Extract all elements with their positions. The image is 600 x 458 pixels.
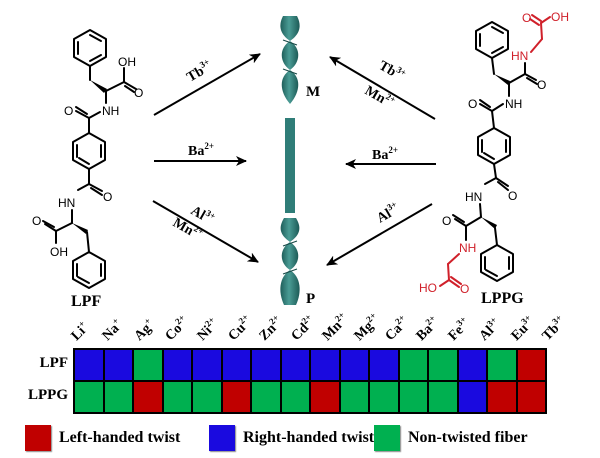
arrow-lpf-to-m <box>153 53 261 116</box>
table-cell-right <box>456 348 488 382</box>
lppg-structure: O OH HN O NH O <box>419 10 569 307</box>
legend-label: Right-handed twist <box>243 429 375 446</box>
table-cell-right <box>309 348 341 382</box>
table-cell-none <box>250 380 282 414</box>
legend-swatch-right-handed <box>209 425 235 451</box>
svg-text:Tb3+: Tb3+ <box>183 56 215 85</box>
p-label: P <box>306 291 315 307</box>
label-lpf-to-p-al: Al3+ <box>188 201 217 228</box>
atom-oh: OH <box>118 55 136 69</box>
straight-fiber <box>285 118 295 213</box>
table-cell-none <box>338 380 370 414</box>
table-cell-left <box>220 380 252 414</box>
table-cell-left <box>515 348 547 382</box>
table-cell-none <box>427 348 459 382</box>
atom-nh: NH <box>102 104 119 118</box>
atom-o-red: O <box>522 11 531 25</box>
phenyl-ring-top <box>73 29 107 67</box>
phenyl-ring-bottom <box>480 244 514 282</box>
table-cell-none <box>368 380 400 414</box>
label-lppg-to-m-tb: Tb3+ <box>376 56 408 85</box>
table-cell-none <box>132 348 164 382</box>
table-cell-none <box>73 380 105 414</box>
table-row <box>73 380 547 414</box>
atom-o: O <box>537 78 546 92</box>
label-lpf-to-straight: Ba2+ <box>188 141 214 159</box>
table-cell-none <box>486 348 518 382</box>
atom-o: O <box>64 104 73 118</box>
legend-item-right-handed: Right-handed twist <box>209 425 374 451</box>
table-cell-none <box>397 348 429 382</box>
atom-hn: HN <box>465 190 482 204</box>
table-cell-right <box>102 348 134 382</box>
ion-response-table <box>73 348 547 414</box>
atom-o: O <box>103 190 112 204</box>
legend: Left-handed twist Right-handed twist Non… <box>22 425 592 453</box>
atom-o-red: O <box>460 282 469 296</box>
table-cell-none <box>397 380 429 414</box>
lpf-structure: OH O NH O O HN O OH <box>32 29 143 310</box>
table-cell-none <box>279 380 311 414</box>
benzene-ring-middle <box>72 132 106 170</box>
atom-o: O <box>442 214 451 228</box>
p-helix-fiber <box>280 218 300 305</box>
table-cell-right <box>338 348 370 382</box>
table-cell-none <box>427 380 459 414</box>
atom-oh-red: OH <box>551 10 569 24</box>
arrow-lppg-to-p <box>326 203 433 266</box>
lpf-label: LPF <box>71 293 101 310</box>
table-cell-right <box>73 348 105 382</box>
atom-o: O <box>508 189 517 203</box>
label-lpf-to-m: Tb3+ <box>183 56 215 85</box>
arrow-lpf-to-p <box>152 200 259 263</box>
phenyl-ring-bottom <box>72 251 106 289</box>
svg-text:Tb3+: Tb3+ <box>376 56 408 85</box>
legend-item-non-twisted: Non-twisted fiber <box>374 425 528 451</box>
atom-o: O <box>134 86 143 100</box>
m-label: M <box>306 84 320 100</box>
benzene-ring-middle <box>477 127 511 165</box>
atom-hn-red: HN <box>511 49 528 63</box>
legend-label: Left-handed twist <box>59 429 181 446</box>
table-cell-none <box>102 380 134 414</box>
table-row <box>73 348 547 382</box>
table-cell-right <box>279 348 311 382</box>
lppg-label: LPPG <box>481 290 524 307</box>
table-cell-right <box>191 348 223 382</box>
atom-nh-red: NH <box>459 241 476 255</box>
atom-o: O <box>468 97 477 111</box>
table-cell-right <box>250 348 282 382</box>
svg-text:Al3+: Al3+ <box>373 199 402 226</box>
legend-swatch-non-twisted <box>374 425 400 451</box>
label-lppg-to-straight: Ba2+ <box>372 145 398 163</box>
atom-hn: HN <box>58 196 75 210</box>
table-cell-left <box>486 380 518 414</box>
table-cell-left <box>309 380 341 414</box>
legend-label: Non-twisted fiber <box>408 429 528 446</box>
atom-nh: NH <box>505 97 522 111</box>
row-label-lppg: LPPG <box>28 387 68 403</box>
table-cell-none <box>161 380 193 414</box>
phenyl-ring-top <box>475 21 509 59</box>
table-cell-right <box>368 348 400 382</box>
table-cell-left <box>132 380 164 414</box>
table-cell-right <box>161 348 193 382</box>
atom-oh: OH <box>50 245 68 259</box>
svg-text:Al3+: Al3+ <box>188 201 217 228</box>
table-cell-right <box>220 348 252 382</box>
table-cell-none <box>191 380 223 414</box>
atom-o: O <box>32 214 41 228</box>
table-cell-left <box>515 380 547 414</box>
legend-item-left-handed: Left-handed twist <box>25 425 180 451</box>
atom-ho-red: HO <box>419 281 437 295</box>
arrow-lppg-to-m <box>329 56 436 120</box>
label-lppg-to-p: Al3+ <box>373 199 402 226</box>
row-label-lpf: LPF <box>39 355 68 371</box>
legend-swatch-left-handed <box>25 425 51 451</box>
table-cell-right <box>456 380 488 414</box>
m-helix-fiber <box>280 16 300 104</box>
